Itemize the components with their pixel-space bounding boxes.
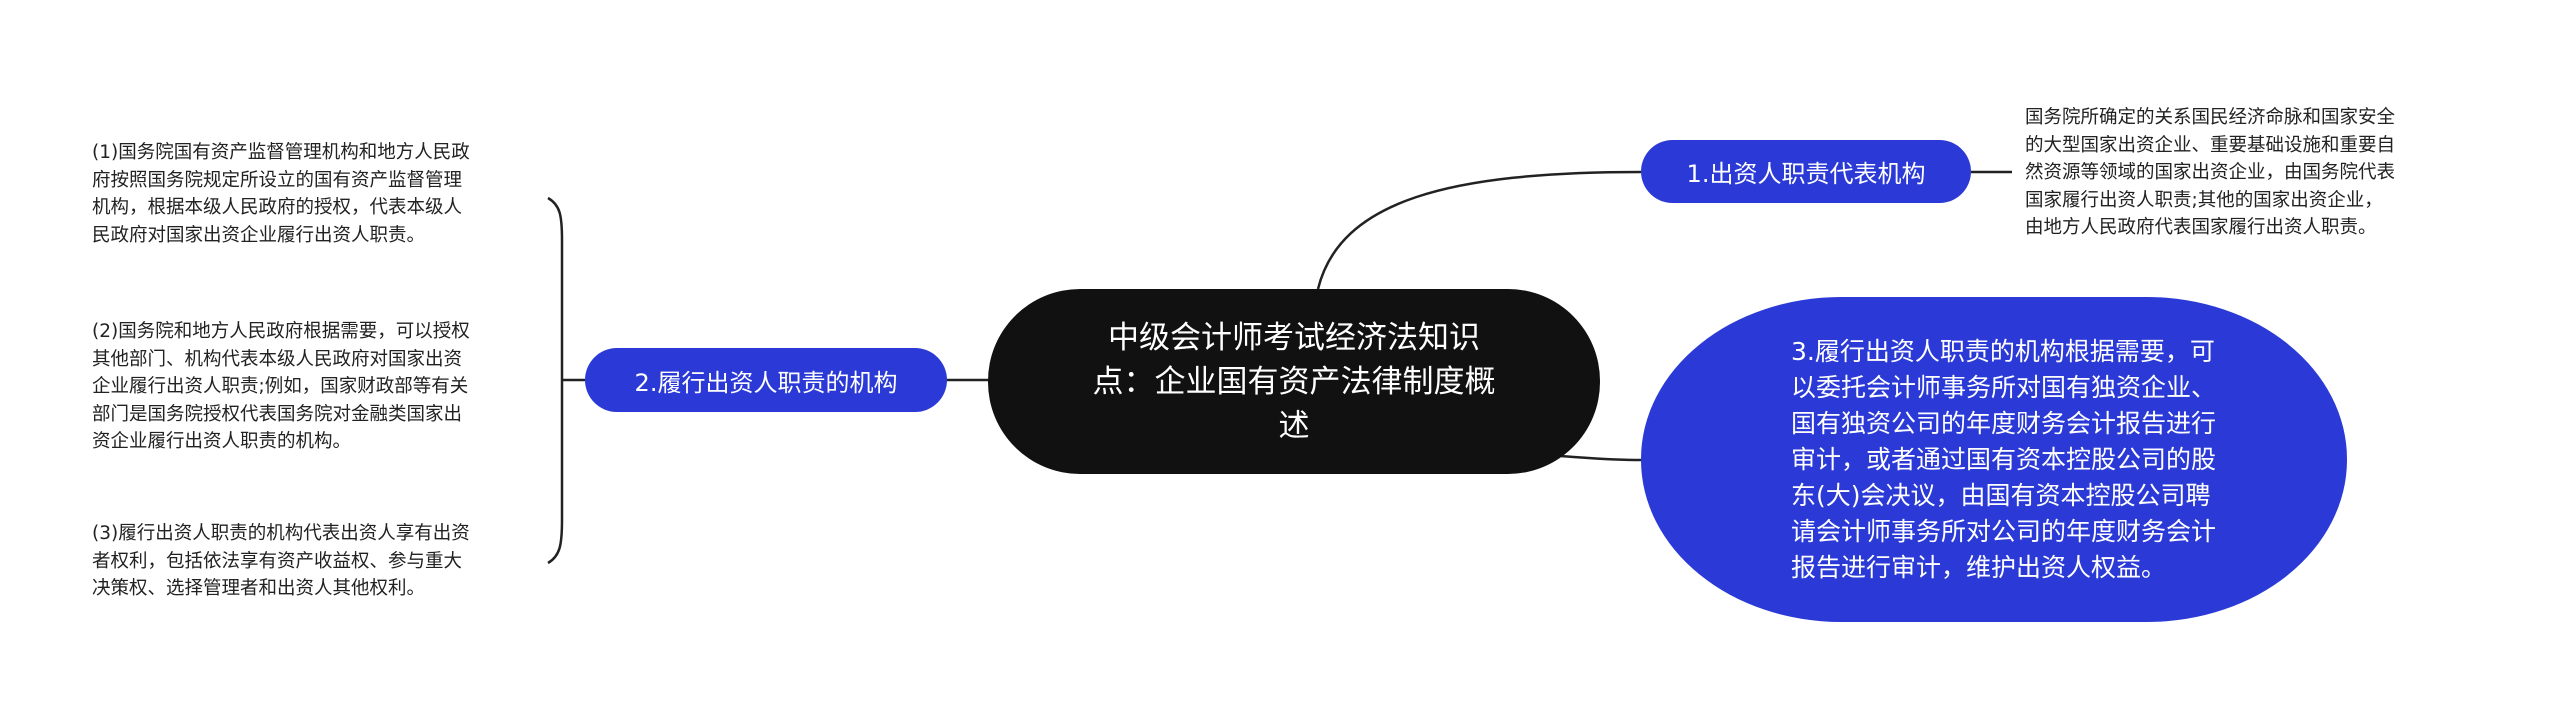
branch-1-detail: 国务院所确定的关系国民经济命脉和国家安全的大型国家出资企业、重要基础设施和重要自… [2025,107,2396,238]
branch-3-node[interactable]: 3.履行出资人职责的机构根据需要，可以委托会计师事务所对国有独资企业、国有独资公… [1641,297,2347,622]
branch-1-node[interactable]: 1.出资人职责代表机构 [1641,140,1971,203]
branch-2-label: 2.履行出资人职责的机构 [634,368,898,397]
connector-center-to-branch-3 [1559,454,1642,462]
branch-2-detail-3: (3)履行出资人职责的机构代表出资人享有出资者权利，包括依法享有资产收益权、参与… [92,523,470,599]
central-topic[interactable]: 中级会计师考试经济法知识点：企业国有资产法律制度概述 [988,289,1600,474]
bracket-branch-2 [547,196,585,565]
connector-center-to-branch-1 [1316,170,1642,290]
branch-2-detail-2: (2)国务院和地方人民政府根据需要，可以授权其他部门、机构代表本级人民政府对国家… [92,321,470,452]
branch-2-node[interactable]: 2.履行出资人职责的机构 [585,348,947,412]
branch-3-label: 3.履行出资人职责的机构根据需要，可以委托会计师事务所对国有独资企业、国有独资公… [1791,336,2217,582]
central-topic-text: 中级会计师考试经济法知识点：企业国有资产法律制度概述 [1092,319,1496,444]
branch-1-label: 1.出资人职责代表机构 [1686,160,1926,188]
branch-2-detail-1: (1)国务院国有资产监督管理机构和地方人民政府按照国务院规定所设立的国有资产监督… [92,142,470,246]
